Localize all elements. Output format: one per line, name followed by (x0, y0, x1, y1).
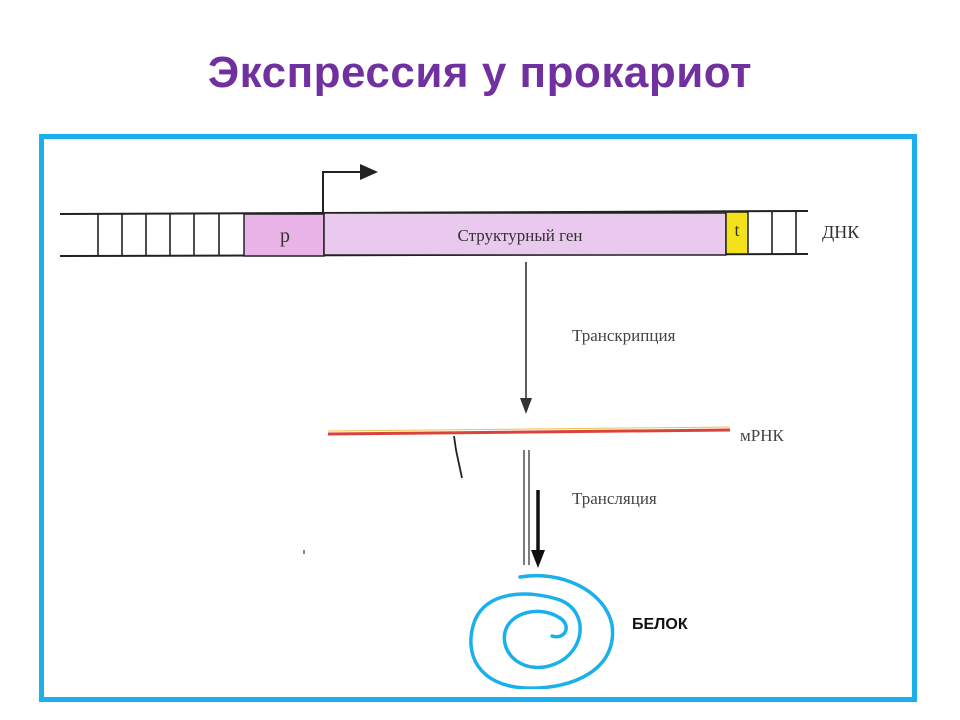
dna-label: ДНК (822, 222, 860, 242)
dna-left-rungs (97, 214, 220, 256)
translation-lines (523, 450, 530, 565)
dna-strand: p Структурный ген t ДНК (59, 210, 860, 257)
mrna-tail (453, 435, 463, 479)
translation-arrow (531, 490, 545, 568)
transcription-start-arrow (322, 164, 378, 213)
frame-gap (442, 689, 708, 692)
transcription-label: Транскрипция (572, 326, 676, 345)
mrna-strand (327, 426, 731, 479)
speck (303, 550, 305, 554)
terminator-label: t (734, 220, 739, 240)
terminator-region (725, 211, 749, 255)
protein-scribble (469, 573, 615, 690)
transcription-arrow (520, 262, 532, 414)
structural-gene-label: Структурный ген (457, 226, 582, 245)
promoter-region (243, 213, 325, 257)
promoter-label: p (280, 225, 290, 247)
mrna-label: мРНК (740, 426, 784, 445)
protein-label: БЕЛОК (632, 616, 688, 633)
translation-label: Трансляция (572, 489, 657, 508)
diagram-frame (39, 134, 917, 702)
dna-right-rungs (771, 212, 797, 254)
slide-title: Экспрессия у прокариот (207, 48, 753, 97)
